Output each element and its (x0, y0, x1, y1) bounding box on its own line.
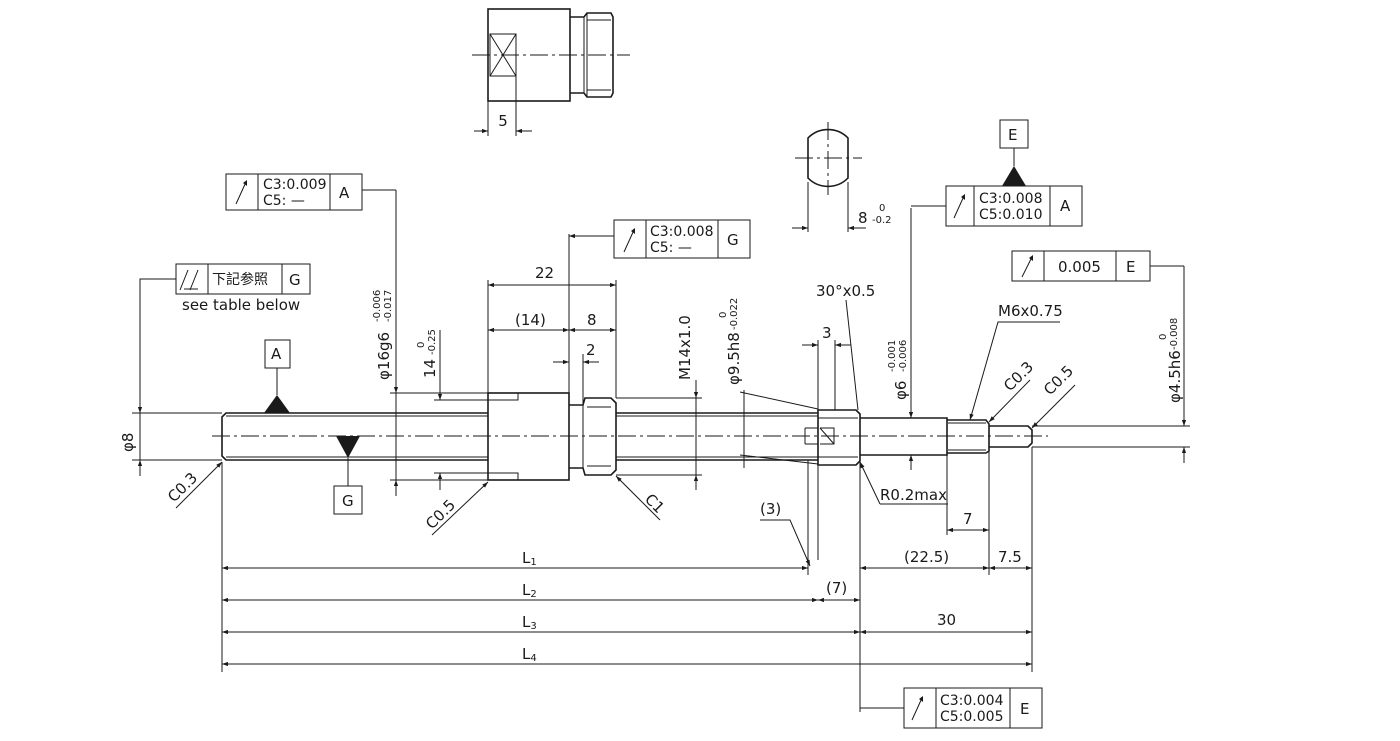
svg-text:C3:0.008: C3:0.008 (979, 191, 1042, 207)
dim-L2: L2 (522, 581, 537, 600)
svg-text:C3:0.009: C3:0.009 (263, 177, 326, 193)
fcf-total-runout: 下記参照 G see table below (139, 263, 311, 413)
svg-text:-0.001: -0.001 (887, 340, 898, 372)
svg-text:A: A (339, 184, 350, 202)
svg-text:G: G (727, 231, 739, 249)
svg-text:-0.25: -0.25 (427, 329, 438, 355)
svg-text:C5:0.005: C5:0.005 (940, 709, 1003, 725)
svg-text:C5: —: C5: — (263, 193, 305, 209)
svg-text:C3:0.008: C3:0.008 (650, 224, 713, 240)
dim-L1: L1 (522, 549, 537, 568)
svg-text:A: A (271, 345, 282, 363)
dim-5: 5 (498, 112, 508, 130)
svg-text:-0.017: -0.017 (383, 290, 394, 322)
svg-text:-0.2: -0.2 (872, 215, 892, 226)
thread-m14: M14x1.0 (676, 315, 694, 380)
dims-collar: 22 (14) 8 2 M14x1.0 φ9.5h8 0 -0.022 (487, 234, 819, 490)
fillet-r0-2: R0.2max (880, 486, 947, 504)
dim-L4: L4 (522, 645, 537, 664)
svg-text:A: A (1060, 197, 1071, 215)
dim-flat-8: 8 (858, 209, 868, 227)
chamfer-30deg: 30°x0.5 (816, 282, 875, 300)
svg-text:E: E (1008, 126, 1017, 144)
dims-lengths: L1 (22.5) 7.5 L2 (7) L3 30 L4 (221, 447, 1033, 712)
datum-a: A (264, 339, 291, 413)
svg-text:-0.008: -0.008 (1169, 318, 1180, 350)
chamfer-c0-3-right: C0.3 (1000, 358, 1037, 395)
svg-text:C5: —: C5: — (650, 240, 692, 256)
svg-text:C3:0.004: C3:0.004 (940, 693, 1004, 709)
dim-phi16g6: φ16g6 (375, 332, 393, 380)
svg-text:-0.006: -0.006 (372, 290, 383, 322)
svg-text:G: G (342, 492, 354, 510)
fcf-runout-end: 0.005 E (1011, 250, 1151, 282)
flat-section-view: 8 0 -0.2 (792, 122, 892, 232)
dim-8: 8 (587, 311, 597, 329)
chamfer-c0-3-left: C0.3 (164, 469, 201, 506)
dim-7-5: 7.5 (998, 548, 1022, 566)
dim-7-ref: (7) (826, 579, 847, 597)
svg-text:E: E (1020, 700, 1029, 718)
dim-22-5-ref: (22.5) (904, 548, 949, 566)
svg-text:0: 0 (879, 203, 885, 214)
svg-text:-0.006: -0.006 (898, 340, 909, 372)
see-table-note: see table below (182, 296, 300, 314)
dim-phi8: φ8 (119, 433, 137, 452)
top-detail-view: 5 (472, 8, 630, 136)
svg-text:0: 0 (416, 342, 427, 348)
svg-text:0: 0 (1158, 334, 1169, 340)
dim-phi4-5h6: φ4.5h6 (1166, 350, 1184, 403)
dim-22: 22 (535, 264, 554, 282)
svg-text:G: G (289, 271, 301, 289)
datum-g: G (333, 436, 363, 515)
dim-phi6: φ6 (892, 381, 910, 400)
dim-30: 30 (937, 611, 956, 629)
svg-text:下記参照: 下記参照 (212, 271, 268, 288)
fcf-runout-phi6: C3:0.008 C5:0.010 A (911, 185, 1083, 227)
chamfer-c1: C1 (641, 490, 668, 517)
chamfer-c0-5-right: C0.5 (1040, 362, 1077, 399)
fcf-runout-collar: C3:0.009 C5: — A (225, 173, 396, 211)
dim-phi9-5h8: φ9.5h8 (725, 332, 743, 385)
dim-3-ref: (3) (760, 500, 781, 518)
dim-3: 3 (822, 324, 832, 342)
thread-m6: M6x0.75 (998, 302, 1063, 320)
svg-text:E: E (1126, 258, 1135, 276)
svg-text:0.005: 0.005 (1058, 258, 1101, 276)
svg-text:C5:0.010: C5:0.010 (979, 207, 1042, 223)
dim-L3: L3 (522, 613, 537, 632)
fcf-runout-thread: C3:0.008 C5: — G (569, 219, 751, 259)
dim-2: 2 (586, 341, 596, 359)
svg-text:0: 0 (718, 312, 729, 318)
fcf-runout-face: C3:0.004 C5:0.005 E (860, 687, 1043, 729)
dim-14-ref: (14) (515, 311, 546, 329)
datum-e: E (999, 119, 1029, 186)
svg-text:-0.022: -0.022 (729, 298, 740, 330)
dim-7: 7 (963, 510, 973, 528)
dim-14: 14 (421, 359, 439, 378)
